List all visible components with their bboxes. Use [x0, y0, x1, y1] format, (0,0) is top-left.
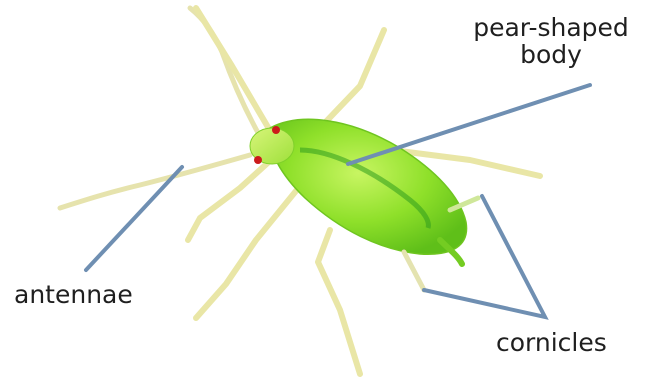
middle-leg-top: [318, 30, 384, 130]
antennae-label: antennae: [14, 281, 133, 308]
eye-top: [272, 126, 280, 134]
front-leg-left: [196, 8, 272, 134]
upper-antenna: [190, 8, 262, 140]
eye-bottom: [254, 156, 262, 164]
cornicle-lower: [404, 252, 424, 290]
antennae-leader-line: [86, 167, 182, 270]
cornicles-label: cornicles: [496, 329, 607, 356]
pear-shaped-body-label: pear-shaped body: [462, 14, 640, 68]
body-label-line-1: pear-shaped: [462, 14, 640, 41]
hind-leg-bottom: [318, 230, 360, 374]
antenna-group: [60, 8, 262, 208]
body-label-line-2: body: [462, 41, 640, 68]
aphid-body: [269, 119, 466, 254]
body-leader-line: [348, 85, 590, 164]
